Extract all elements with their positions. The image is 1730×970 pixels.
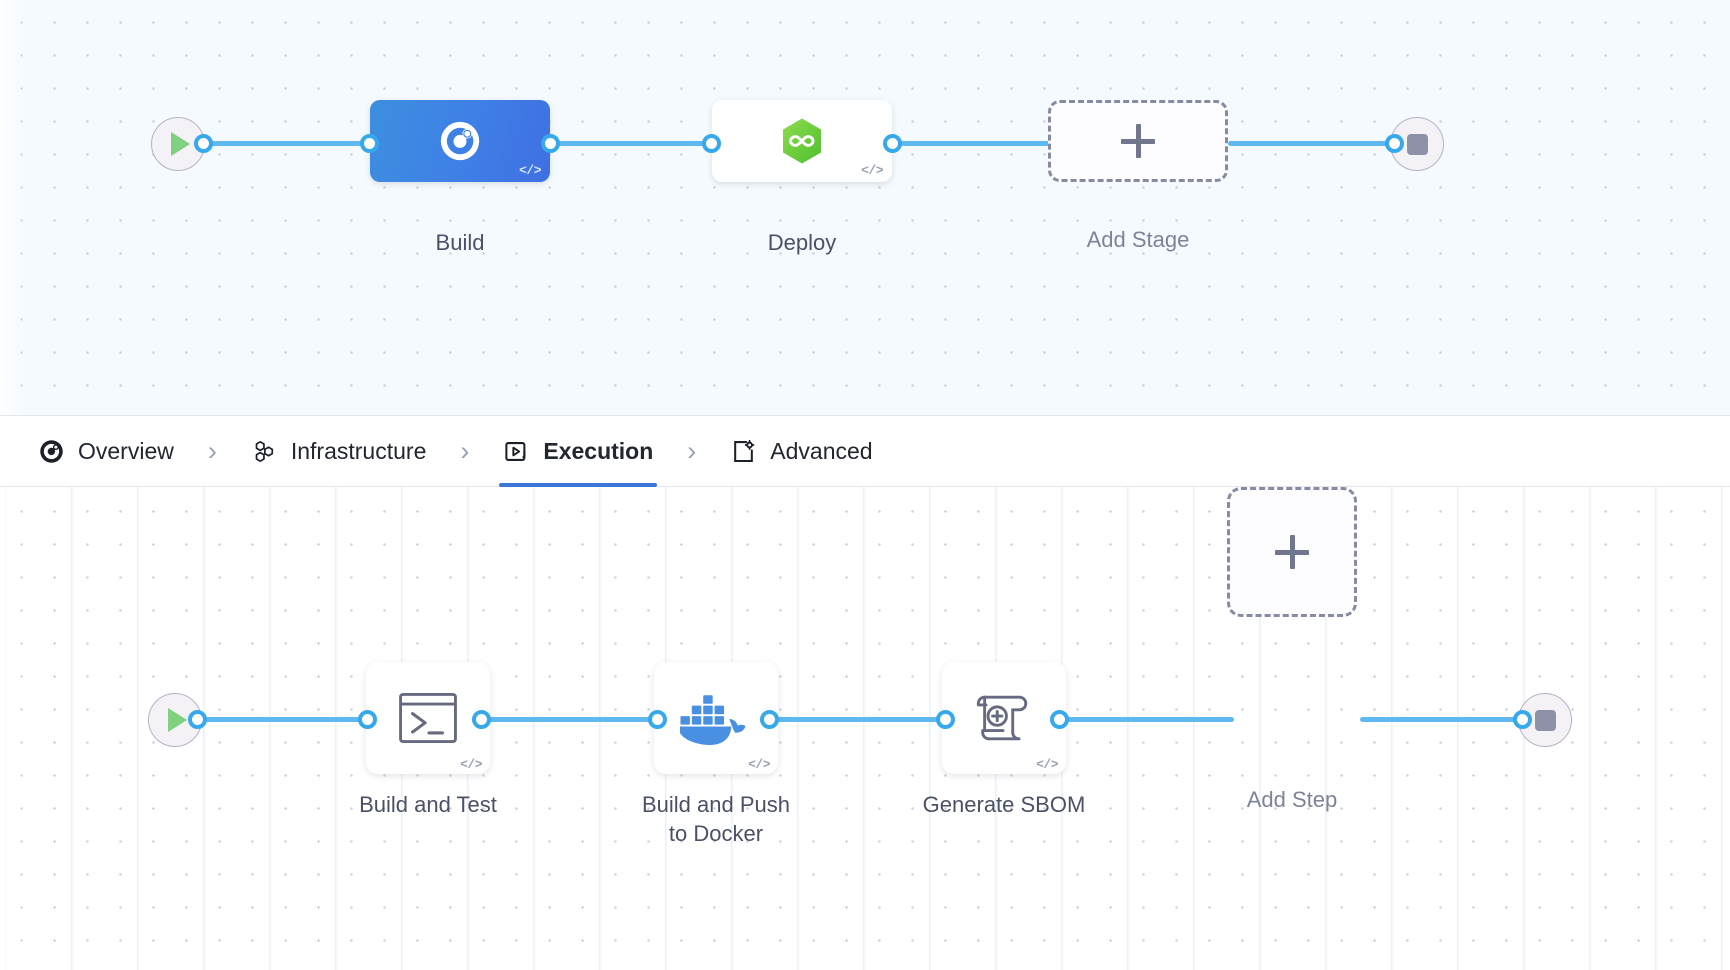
pipe-buildtest-to-docker: [478, 717, 658, 722]
tab-label-infrastructure: Infrastructure: [290, 437, 427, 464]
stage-graph-canvas[interactable]: </> Build </> Deploy Add: [0, 0, 1730, 415]
stage-code-badge[interactable]: </>: [861, 163, 883, 178]
plus-icon: [1275, 535, 1309, 569]
pipe-start-to-build: [194, 141, 374, 146]
port-deploy-out[interactable]: [883, 134, 902, 153]
pipe-start-to-buildtest: [188, 717, 368, 722]
canvas-left-fade: [0, 487, 26, 970]
tab-label-execution: Execution: [543, 437, 654, 464]
stage-node-deploy[interactable]: </>: [712, 100, 892, 182]
port-docker-in[interactable]: [648, 710, 667, 729]
port-start-out[interactable]: [194, 134, 213, 153]
step-label-generate-sbom: Generate SBOM: [922, 792, 1086, 817]
hexagon-cluster-icon: [255, 440, 273, 462]
pipeline-end-node[interactable]: [1390, 117, 1444, 171]
tab-label-advanced: Advanced: [770, 437, 873, 464]
step-label-build-and-push-to-docker: Build and Push to Docker: [642, 792, 790, 846]
pipe-addstep-to-end: [1360, 717, 1520, 722]
add-stage-button[interactable]: [1048, 100, 1228, 182]
tab-separator: ›: [687, 435, 697, 466]
canvas-left-fade: [0, 0, 26, 415]
port-build-in[interactable]: [360, 134, 379, 153]
tab-advanced[interactable]: Advanced: [726, 415, 876, 487]
stage-config-tabbar: Overview › Infrastructure › Execution ›: [0, 415, 1730, 487]
stage-code-badge[interactable]: </>: [519, 163, 541, 178]
pipe-sbom-to-addstep: [1056, 717, 1234, 722]
docker-whale-icon: [680, 695, 746, 745]
harness-cd-hexagon-icon: [783, 118, 821, 164]
step-node-generate-sbom[interactable]: </>: [942, 662, 1066, 774]
stage-node-build[interactable]: </>: [370, 100, 550, 182]
execution-graph-canvas[interactable]: </> Build and Test </>: [0, 487, 1730, 970]
tab-overview[interactable]: Overview: [34, 415, 178, 487]
plus-icon: [1121, 124, 1155, 158]
step-code-badge[interactable]: </>: [1036, 757, 1058, 772]
step-node-build-and-push-to-docker[interactable]: </>: [654, 662, 778, 774]
add-step-button[interactable]: [1227, 487, 1357, 617]
step-code-badge[interactable]: </>: [460, 757, 482, 772]
stop-icon: [1534, 709, 1556, 731]
stage-label-build: Build: [435, 230, 485, 255]
harness-ci-icon: [440, 121, 480, 161]
port-buildtest-out[interactable]: [472, 710, 491, 729]
port-sbom-out[interactable]: [1050, 710, 1069, 729]
play-icon: [171, 132, 190, 156]
port-deploy-in[interactable]: [702, 134, 721, 153]
execution-play-box-icon: [505, 441, 526, 461]
port-exec-end-in[interactable]: [1513, 710, 1532, 729]
step-node-build-and-test[interactable]: </>: [366, 662, 490, 774]
sbom-scroll-icon: [976, 695, 1028, 741]
port-exec-start-out[interactable]: [188, 710, 207, 729]
tab-execution[interactable]: Execution: [499, 415, 658, 487]
pipe-addstage-to-end: [1228, 141, 1406, 146]
port-end-in[interactable]: [1385, 134, 1404, 153]
pipe-deploy-to-addstage: [880, 141, 1070, 146]
advanced-gear-box-icon: [734, 439, 755, 462]
add-step-label: Add Step: [1246, 787, 1338, 812]
port-buildtest-in[interactable]: [358, 710, 377, 729]
terminal-icon: [399, 692, 457, 744]
tab-separator: ›: [460, 435, 470, 466]
tab-infrastructure[interactable]: Infrastructure: [247, 415, 431, 487]
port-build-out[interactable]: [541, 134, 560, 153]
port-docker-out[interactable]: [760, 710, 779, 729]
stop-icon: [1406, 133, 1428, 155]
tab-label-overview: Overview: [78, 437, 174, 464]
step-code-badge[interactable]: </>: [748, 757, 770, 772]
overview-circle-icon: [40, 439, 63, 463]
add-stage-label: Add Stage: [1086, 227, 1190, 252]
stage-label-deploy: Deploy: [767, 230, 837, 255]
tab-separator: ›: [207, 435, 217, 466]
play-icon: [168, 708, 187, 732]
pipe-build-to-deploy: [547, 141, 715, 146]
pipe-docker-to-sbom: [766, 717, 946, 722]
step-label-build-and-test: Build and Test: [359, 792, 497, 817]
port-sbom-in[interactable]: [936, 710, 955, 729]
